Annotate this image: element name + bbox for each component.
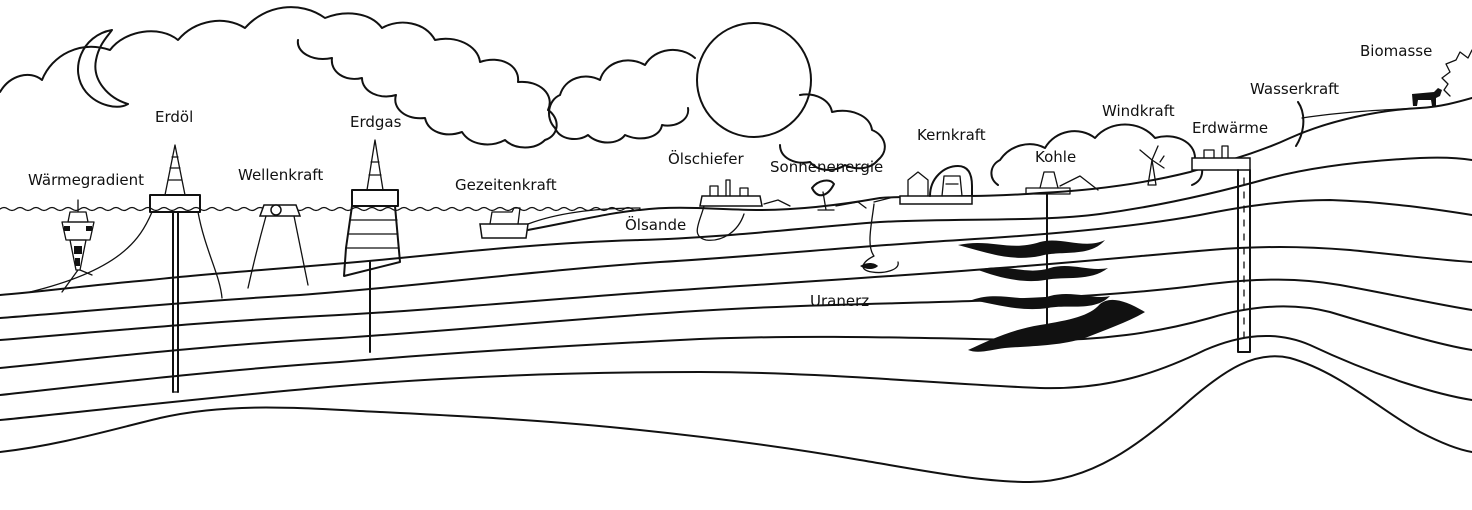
tree-outline (1441, 49, 1472, 97)
label-erdwaerme: Erdwärme (1192, 119, 1268, 137)
label-kohle: Kohle (1035, 148, 1076, 166)
oelschiefer-plant (696, 179, 791, 241)
label-wellenkraft: Wellenkraft (238, 166, 323, 184)
wasserkraft-dam (1295, 101, 1421, 147)
cloud-outline-left (0, 6, 558, 149)
erdoel-rig (29, 144, 223, 393)
erdwaerme-plant (1191, 145, 1251, 353)
label-sonnenenergie: Sonnenenergie (770, 158, 883, 176)
coal-seam-4 (968, 299, 1145, 352)
stratum-2 (0, 199, 1472, 319)
coal-seam-3 (972, 294, 1110, 310)
kernkraft-plant (860, 165, 973, 274)
label-wasserkraft: Wasserkraft (1250, 80, 1339, 98)
stratum-3 (0, 246, 1472, 341)
gezeitenkraft-plant (479, 207, 641, 239)
cloud-outline-middle (548, 48, 886, 171)
cow-icon (1412, 88, 1442, 106)
stratum-5 (0, 305, 1472, 396)
label-erdgas: Erdgas (350, 113, 402, 131)
windkraft-turbine (1139, 145, 1165, 186)
sea-surface (0, 206, 641, 212)
stratum-7 (0, 355, 1472, 483)
wellenkraft-plant (247, 204, 309, 289)
coal-seam-2 (978, 266, 1108, 282)
moon (77, 29, 129, 108)
label-erdoel: Erdöl (155, 108, 193, 126)
label-oelschiefer: Ölschiefer (668, 149, 744, 168)
label-gezeitenkraft: Gezeitenkraft (455, 176, 557, 194)
kohle-mine (958, 171, 1145, 352)
erdgas-rig (343, 139, 401, 353)
label-biomasse: Biomasse (1360, 42, 1432, 60)
biomasse (1412, 49, 1472, 106)
sonnenenergie-dish (811, 179, 867, 211)
sun (696, 22, 812, 138)
label-uranerz: Uranerz (810, 292, 869, 310)
stratum-1 (0, 156, 1472, 296)
sky (0, 6, 1204, 186)
label-windkraft: Windkraft (1102, 102, 1175, 120)
stratum-4 (0, 278, 1472, 369)
coal-seam-1 (958, 240, 1105, 258)
labels: Wärmegradient Erdöl Wellenkraft Erdgas G… (28, 42, 1432, 310)
sea-wave-line (0, 206, 641, 212)
label-kernkraft: Kernkraft (917, 126, 986, 144)
label-oelsande: Ölsande (625, 215, 686, 234)
stratum-6 (0, 335, 1472, 421)
waermegradient-plant (61, 199, 95, 293)
label-waermegradient: Wärmegradient (28, 171, 144, 189)
